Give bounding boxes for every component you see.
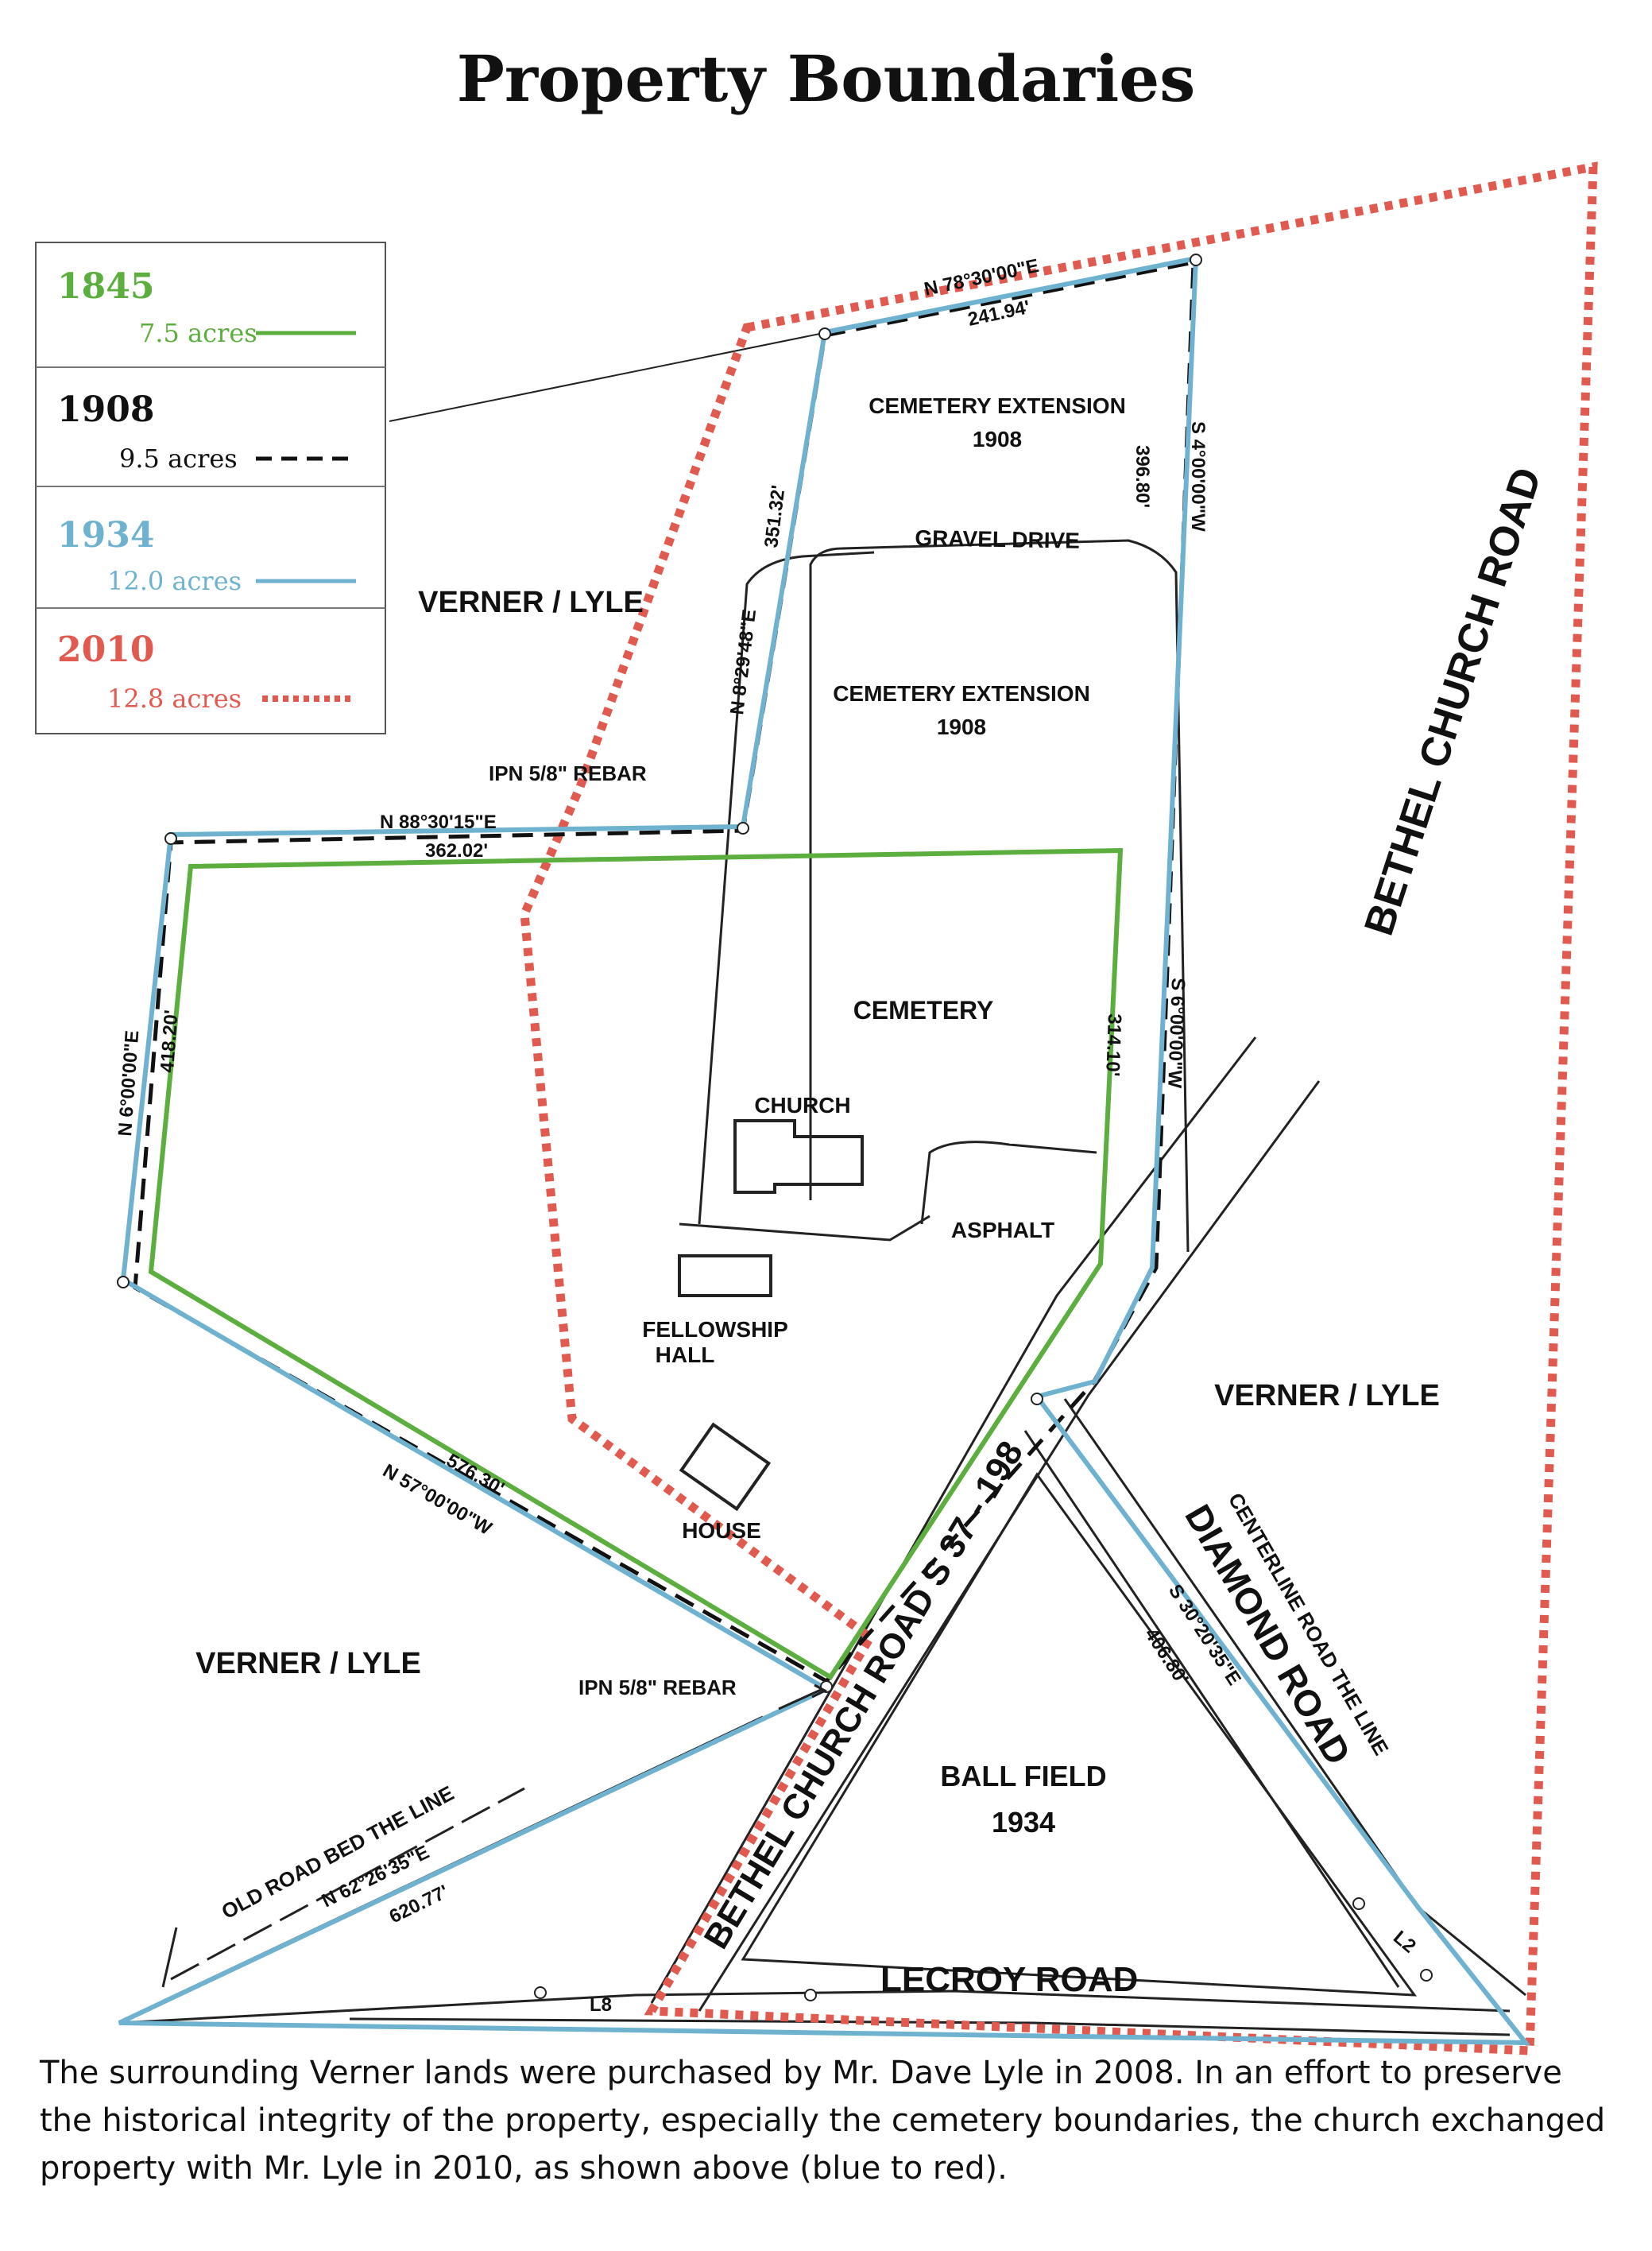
west-upper-distance-label: 351.32' [760,484,789,549]
legend-acres-2010: 12.8 acres [107,684,242,714]
legend-year-1934: 1934 [57,515,154,556]
rebar-arrow-head [811,1683,828,1699]
ball-field-year: 1934 [992,1806,1055,1838]
fellowship-hall-label: FELLOWSHIP [642,1317,788,1342]
fellowship-hall-building [678,1254,772,1297]
church-label: CHURCH [754,1093,850,1118]
verner-lyle-area-label: VERNER / LYLE [1214,1379,1440,1412]
legend-acres-1845: 7.5 acres [139,318,257,348]
rebar-lower-label: IPN 5/8" REBAR [578,1676,737,1699]
survey-point [534,1986,547,1999]
bethel-church-road-edge-west [650,1036,1257,2004]
asphalt-outline [920,1141,1097,1225]
buildings-layer [678,1119,864,1512]
survey-point [1420,1969,1433,1982]
caption-paragraph: The surrounding Verner lands were purcha… [40,2055,1606,2187]
church-building [733,1119,864,1194]
lecroy-road-edge-south [349,2017,1511,2036]
mid-bearing-label: N 88°30'15"E [380,812,497,833]
cemetery-label: CEMETERY [853,996,994,1025]
west-upper-bearing-label: N 8°29'48"E [726,608,760,716]
cemetery-extension-year: 1908 [937,715,986,739]
boundary-1845-line [148,847,1124,1681]
ball-field-label: BALL FIELD [940,1760,1106,1792]
east-upper-bearing-label: S 4°00'00"W [1187,421,1209,532]
survey-point [804,1989,817,2001]
old-road-bed-line [170,1787,525,1981]
survey-points [117,254,1433,2001]
gravel-drive-inner-west [698,551,875,1225]
survey-point [737,822,749,835]
legend-year-1908: 1908 [57,389,154,430]
legend-acres-1908: 9.5 acres [119,444,238,474]
page-title: Property Boundaries [456,41,1196,116]
asphalt-label: ASPHALT [951,1218,1054,1242]
bethel-church-road-lower-label: BETHEL CHURCH ROAD S 37 - 198 [697,1435,1031,1955]
legend-year-1845: 1845 [57,266,154,307]
roads-layer [118,539,1526,2036]
rebar-arrow [778,1687,823,1711]
cemetery-extension-label: CEMETERY EXTENSION [833,681,1090,706]
survey-point [117,1276,130,1288]
bethel-church-road-edge-east [698,1080,1321,2012]
gravel-drive-outer [809,539,1190,1253]
l2-label: L2 [1389,1927,1420,1958]
gravel-drive-label: GRAVEL DRIVE [915,525,1080,553]
lecroy-road-edge-north [118,1989,1511,2024]
l8-label: L8 [590,1994,612,2016]
east-lower-distance-label: 314.10' [1101,1013,1125,1077]
sw-distance-label: 576.30' [443,1450,508,1500]
old-road-arrow [161,1927,178,1988]
east-upper-distance-label: 396.80' [1132,445,1153,508]
mid-distance-label: 362.02' [425,840,488,862]
gravel-drive-south [679,1215,930,1242]
survey-point [1352,1897,1365,1910]
diamond-road-edge-east [1023,1430,1400,1988]
annotation-arrows [161,1683,828,1988]
cemetery-extension-label: CEMETERY EXTENSION [869,393,1126,418]
survey-point [818,327,831,340]
survey-point [164,832,177,845]
cemetery-extension-year: 1908 [973,427,1022,451]
legend-acres-1934: 12.0 acres [107,566,242,596]
verner-lyle-area-label: VERNER / LYLE [195,1647,421,1680]
legend-year-2010: 2010 [57,630,154,670]
lecroy-road-label: LECROY ROAD [880,1960,1138,1999]
rebar-upper-label: IPN 5/8" REBAR [489,761,647,785]
house-label: HOUSE [682,1518,761,1543]
verner-lyle-area-label: VERNER / LYLE [418,586,644,619]
survey-point [1190,254,1202,266]
legend-box [35,242,386,734]
survey-point [1031,1393,1043,1405]
fellowship-hall-label-line2: HALL [656,1342,715,1367]
oldroad-distance-label: 620.77' [386,1881,452,1927]
legend-leader-line [389,317,899,422]
legend: 1845 7.5 acres 1908 9.5 acres 1934 12.0 … [35,242,386,734]
bethel-church-road-label: BETHEL CHURCH ROAD [1356,462,1550,940]
ball-field-outline [741,1472,1418,1997]
west-distance-label: 418.20' [157,1009,182,1074]
east-lower-bearing-label: S 6°00'00"W [1163,978,1189,1089]
diamond-distance-label: 406.80' [1140,1625,1193,1689]
house-building [679,1422,772,1512]
